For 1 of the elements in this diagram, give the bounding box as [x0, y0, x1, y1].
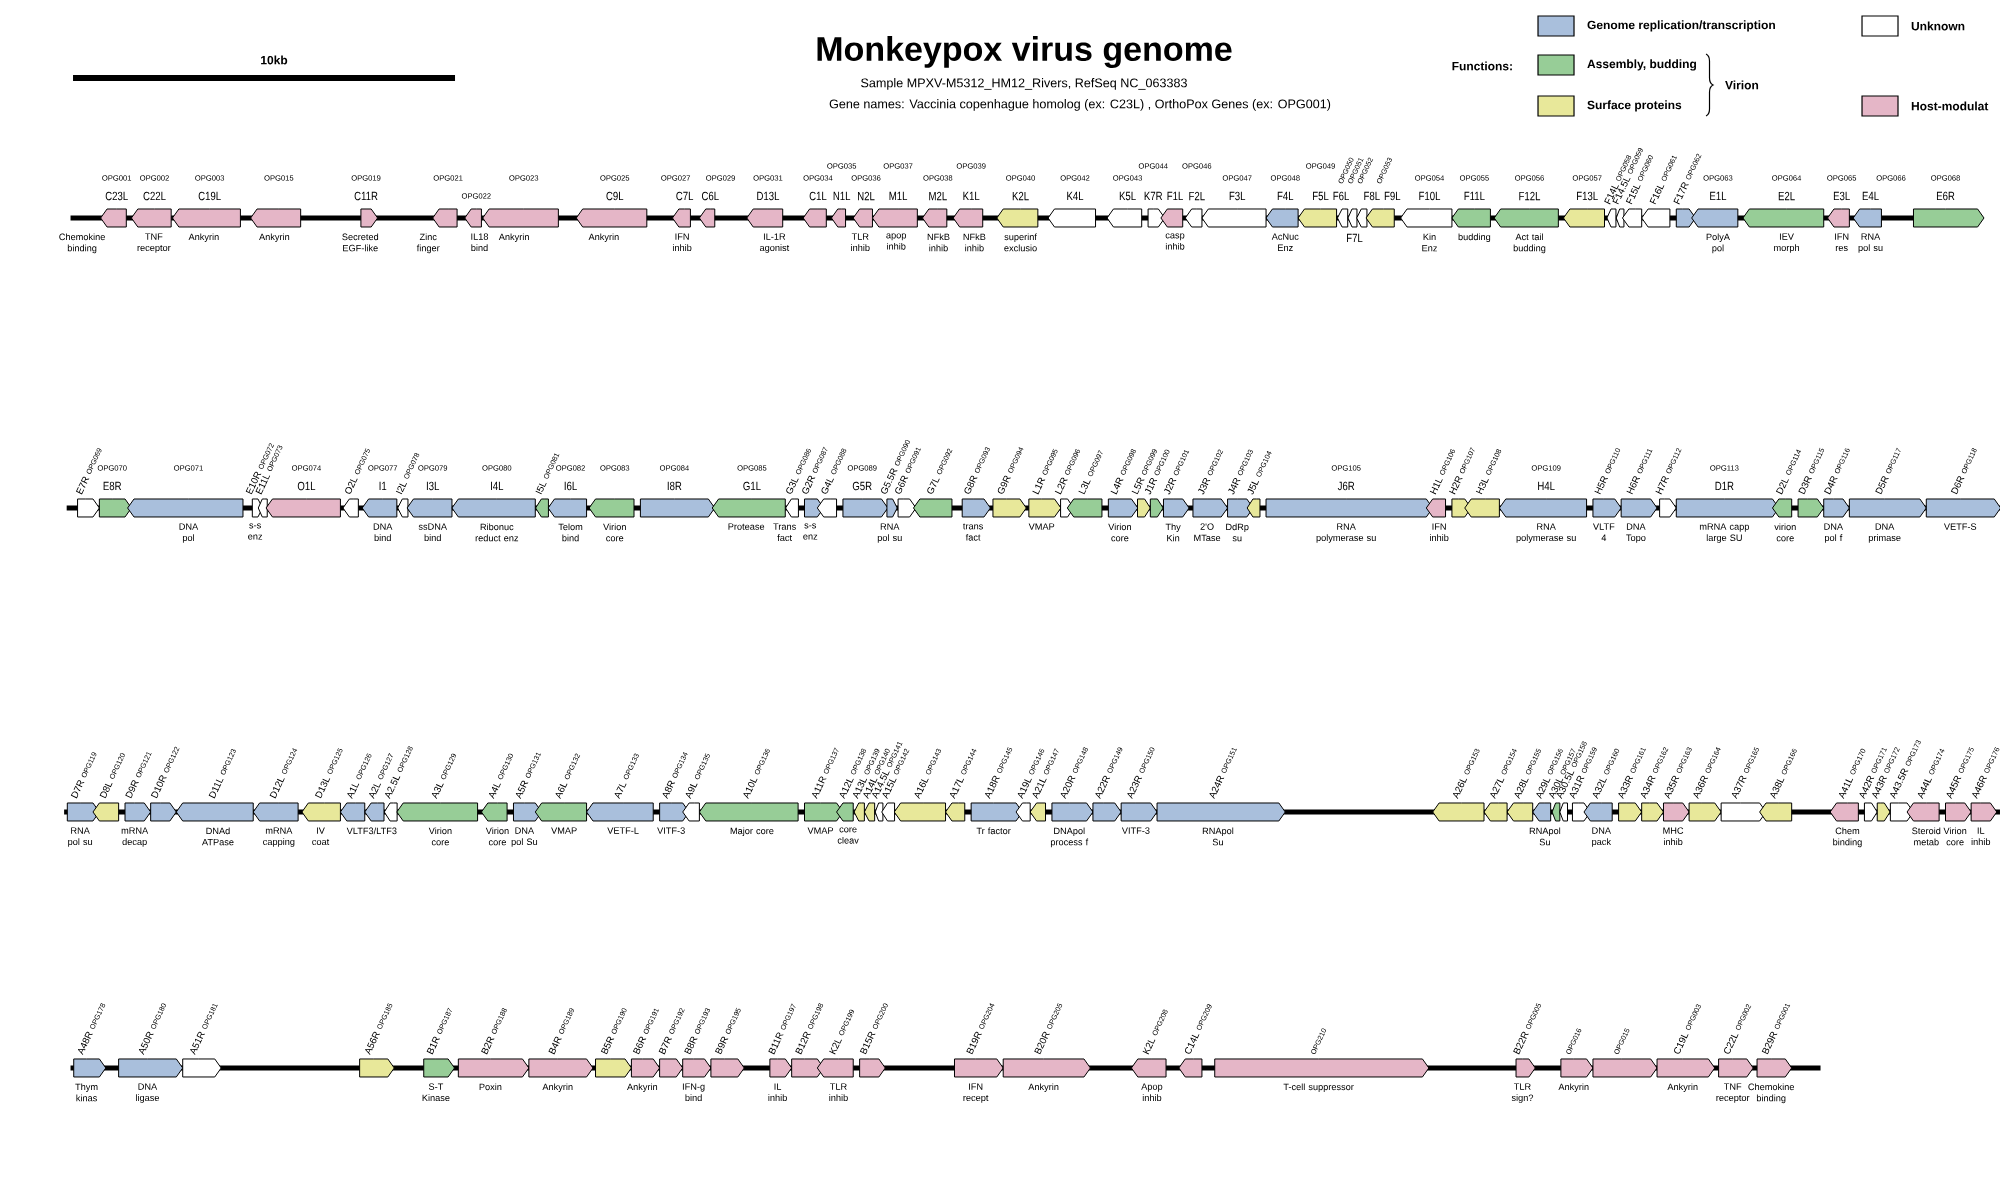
title: Monkeypox virus genome	[817, 36, 1232, 68]
